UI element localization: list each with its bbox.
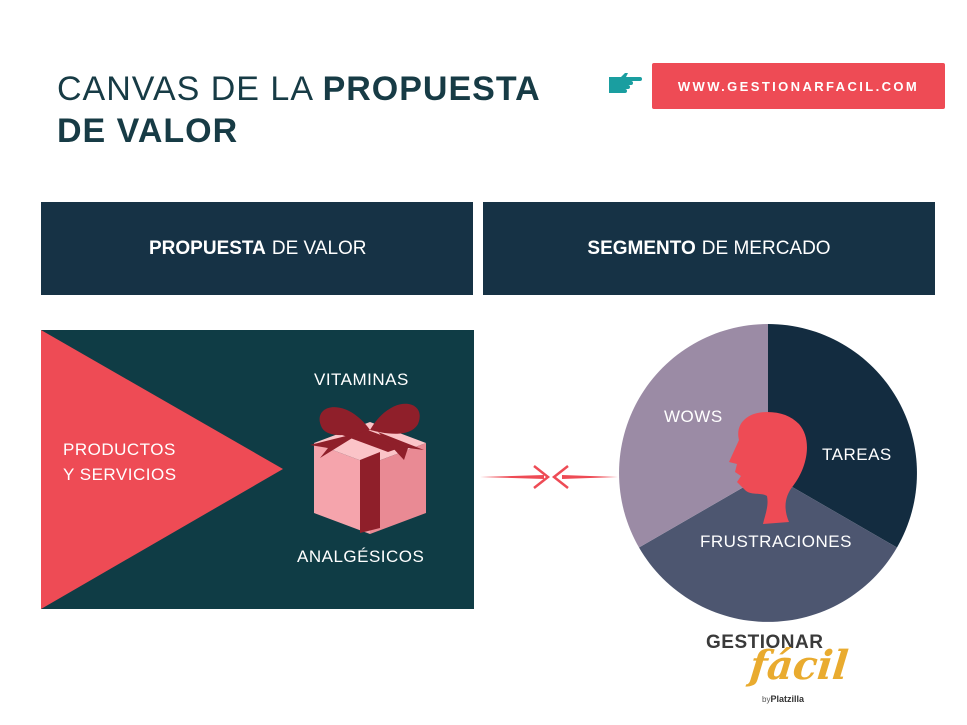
pie-slice-jobs [768, 324, 917, 548]
header-left-regular: DE VALOR [271, 237, 367, 259]
header-market-segment: SEGMENTO DE MERCADO [483, 202, 935, 295]
gains-label: WOWS [664, 407, 723, 426]
pie-slice-pains [639, 473, 897, 622]
customer-profile-circle [619, 324, 917, 622]
products-line-1: PRODUCTOS [63, 440, 176, 459]
header-right-bold: SEGMENTO [587, 237, 696, 259]
products-label: PRODUCTOS Y SERVICIOS [63, 437, 177, 487]
title-bold-1: PROPUESTA [322, 70, 541, 108]
header-left-bold: PROPUESTA [149, 237, 266, 259]
header-value-proposition: PROPUESTA DE VALOR [41, 202, 473, 295]
title-bold-2: DE VALOR [57, 112, 239, 150]
title-regular: CANVAS DE LA [57, 70, 323, 108]
gift-icon [310, 403, 426, 534]
website-link[interactable]: WWW.GESTIONARFACIL.COM [652, 63, 945, 109]
page-title: CANVAS DE LA PROPUESTA DE VALOR [57, 68, 541, 152]
pains-label: FRUSTRACIONES [700, 532, 852, 551]
pie-slice-gains [619, 324, 768, 548]
products-triangle [41, 330, 283, 609]
pain-relievers-label: ANALGÉSICOS [297, 547, 425, 566]
connector-arrows-icon [480, 465, 618, 489]
logo-brand: Platzilla [770, 694, 804, 704]
products-line-2: Y SERVICIOS [63, 465, 177, 484]
logo-byline: byPlatzilla [762, 694, 804, 704]
logo-text-facil: fácil [747, 642, 851, 689]
header-right-regular: DE MERCADO [701, 237, 831, 259]
logo-text-gestionar: GESTIONAR [706, 632, 824, 653]
gain-creators-label: VITAMINAS [314, 370, 409, 389]
pointing-hand-icon [609, 73, 642, 93]
gestionar-facil-logo: GESTIONAR fácil byPlatzilla [706, 632, 850, 712]
jobs-label: TAREAS [822, 445, 892, 464]
logo-by: by [762, 695, 771, 704]
face-profile-icon [729, 412, 807, 524]
